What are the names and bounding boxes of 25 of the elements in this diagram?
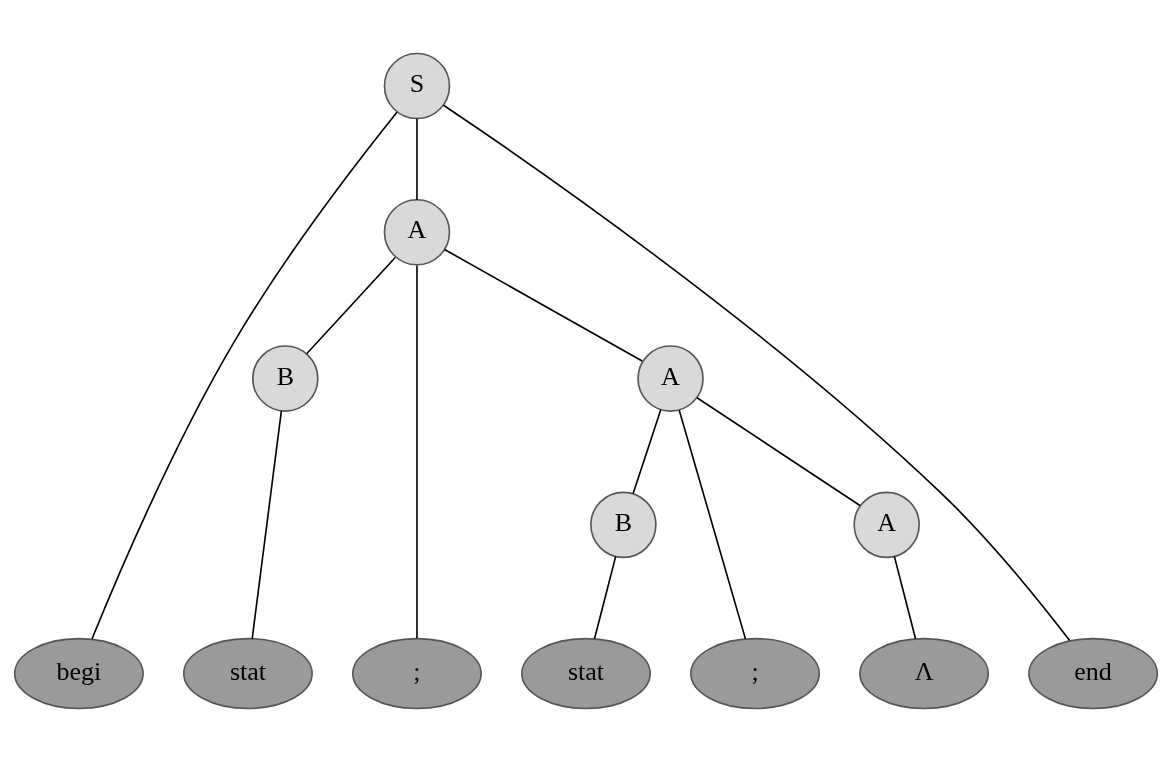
connector <box>416 117 418 200</box>
node-ellipse: stat <box>521 637 651 709</box>
node-ellipse: ; <box>690 637 821 709</box>
connector <box>305 256 397 355</box>
node-circle: A <box>637 344 704 412</box>
node-ellipse: begi <box>13 637 144 709</box>
connector <box>632 408 662 494</box>
connector <box>251 409 283 639</box>
node-circle: B <box>590 491 657 558</box>
connector <box>893 555 917 640</box>
node-circle: A <box>853 491 920 558</box>
connector <box>678 409 747 640</box>
connector <box>443 248 643 362</box>
node-ellipse: Λ <box>859 637 990 709</box>
connector <box>91 110 398 640</box>
node-circle: S <box>383 52 451 119</box>
connector <box>593 555 617 640</box>
node-ellipse: ; <box>351 637 482 709</box>
node-circle: A <box>383 198 451 266</box>
connector <box>442 103 1071 641</box>
connector <box>416 264 418 639</box>
connector <box>696 396 861 506</box>
node-ellipse: end <box>1028 637 1159 709</box>
node-circle: B <box>252 344 319 412</box>
node-ellipse: stat <box>182 637 313 709</box>
